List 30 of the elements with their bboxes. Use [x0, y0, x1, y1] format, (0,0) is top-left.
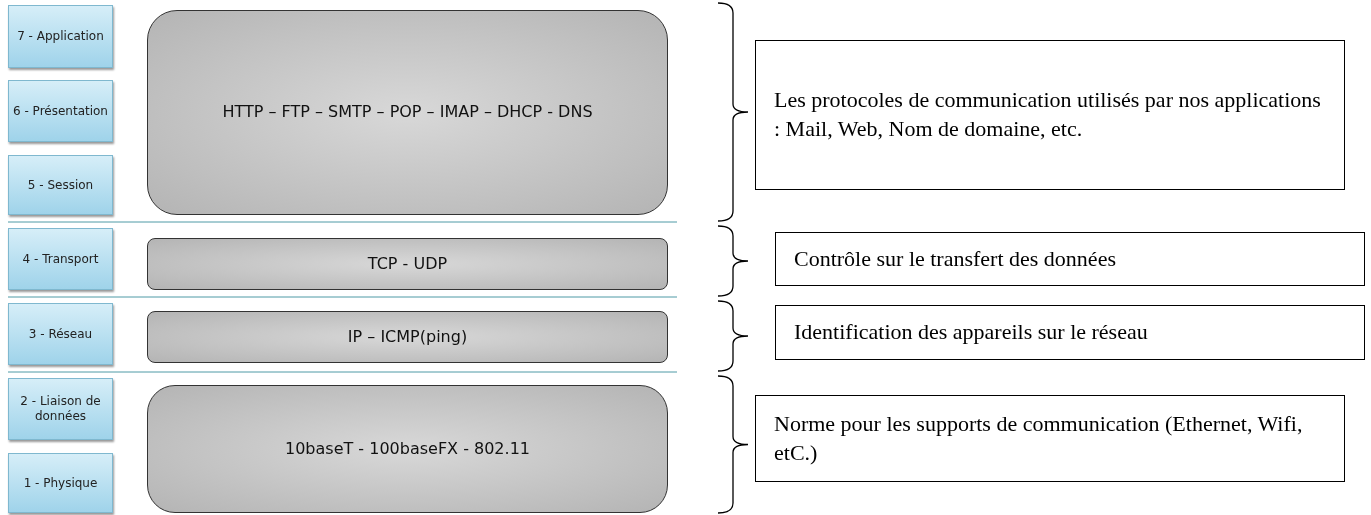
description-box [755, 395, 1345, 482]
description-box [775, 305, 1365, 360]
protocol-box [147, 10, 668, 215]
protocol-box [147, 385, 668, 513]
layer-label: 3 - Réseau [28, 326, 93, 342]
layer-box [8, 453, 113, 513]
layer-box [8, 5, 113, 68]
description-box [775, 232, 1365, 286]
protocol-box [147, 311, 668, 363]
description-text: Contrôle sur le transfert des données [794, 244, 1116, 273]
layer-label: 1 - Physique [23, 475, 98, 491]
layer-label: 6 - Présentation [13, 103, 108, 119]
layer-box [8, 228, 113, 290]
protocol-list: IP – ICMP(ping) [347, 326, 468, 348]
layer-box [8, 303, 113, 365]
protocol-box [147, 238, 668, 290]
description-box [755, 40, 1345, 190]
layer-label: 7 - Application [17, 29, 104, 44]
description-text: Norme pour les supports de communication (Ethernet, Wifi, etC.) [774, 409, 1304, 467]
layer-label: 2 - Liaison de données [19, 394, 102, 424]
protocol-list: HTTP – FTP – SMTP – POP – IMAP – DHCP - DNS [222, 102, 593, 123]
protocol-list: TCP - UDP [367, 253, 448, 275]
layer-box [8, 155, 113, 215]
layer-box [8, 80, 113, 142]
protocol-list: 10baseT - 100baseFX - 802.11 [285, 438, 530, 460]
description-text: Identification des appareils sur le réseau [794, 318, 1148, 347]
layer-box [8, 378, 113, 440]
description-text: Les protocoles de communication utilisés par nos applications : Mail, Web, Nom de domaine, etc. [774, 86, 1322, 143]
layer-label: 4 - Transport [22, 251, 99, 267]
layer-label: 5 - Session [27, 177, 94, 193]
